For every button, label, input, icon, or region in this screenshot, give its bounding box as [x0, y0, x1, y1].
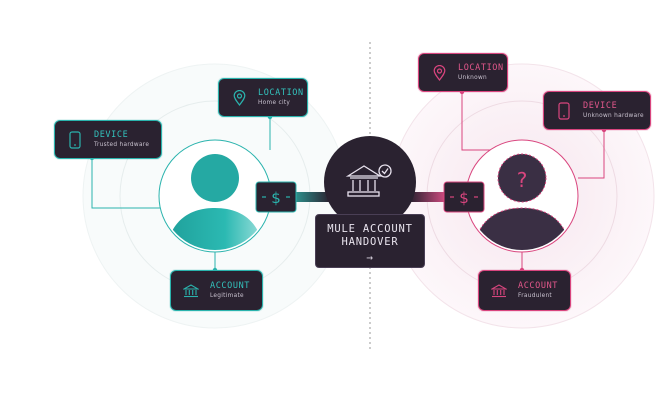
left-account-card: ACCOUNT Legitimate: [170, 270, 263, 311]
right-dollar-badge: $: [443, 181, 485, 213]
bank-icon: [488, 283, 510, 298]
right-location-card: LOCATION Unknown: [418, 53, 508, 92]
right-account-sub: Fraudulent: [518, 292, 552, 299]
right-location-label: LOCATION: [458, 62, 504, 73]
phone-icon: [64, 130, 86, 149]
bank-check-icon: [345, 164, 392, 197]
arrow-right-icon: →: [366, 251, 374, 264]
phone-icon: [553, 101, 575, 120]
dollar-icon: $: [271, 189, 281, 207]
right-transfer-bar: [410, 192, 444, 202]
right-account-card: ACCOUNT Fraudulent: [478, 270, 571, 311]
question-mark-icon: ?: [517, 168, 528, 192]
bank-icon: [180, 283, 202, 298]
location-pin-icon: [228, 89, 250, 106]
right-device-card: DEVICE Unknown hardware: [543, 91, 651, 130]
right-account-label: ACCOUNT: [518, 280, 559, 291]
left-connectors: [91, 117, 271, 270]
left-location-sub: Home city: [258, 99, 291, 106]
handover-line-1: MULE ACCOUNT: [327, 223, 413, 235]
left-device-label: DEVICE: [94, 129, 129, 140]
right-device-sub: Unknown hardware: [583, 112, 644, 119]
left-transfer-bar: [296, 192, 330, 202]
location-pin-icon: [428, 64, 450, 81]
handover-line-2: HANDOVER: [341, 236, 399, 248]
dollar-icon: $: [459, 189, 469, 207]
left-account-sub: Legitimate: [210, 292, 244, 299]
left-dollar-badge: $: [255, 181, 297, 213]
left-location-card: LOCATION Home city: [218, 78, 308, 117]
right-location-sub: Unknown: [458, 74, 488, 81]
left-device-card: DEVICE Trusted hardware: [54, 120, 162, 159]
legitimate-user-avatar: [158, 139, 272, 253]
left-location-label: LOCATION: [258, 87, 304, 98]
mule-account-handover-label: MULE ACCOUNT HANDOVER →: [315, 214, 425, 268]
bank-hub: [324, 136, 416, 228]
right-device-label: DEVICE: [583, 100, 618, 111]
left-account-label: ACCOUNT: [210, 280, 251, 291]
left-device-sub: Trusted hardware: [94, 141, 150, 148]
